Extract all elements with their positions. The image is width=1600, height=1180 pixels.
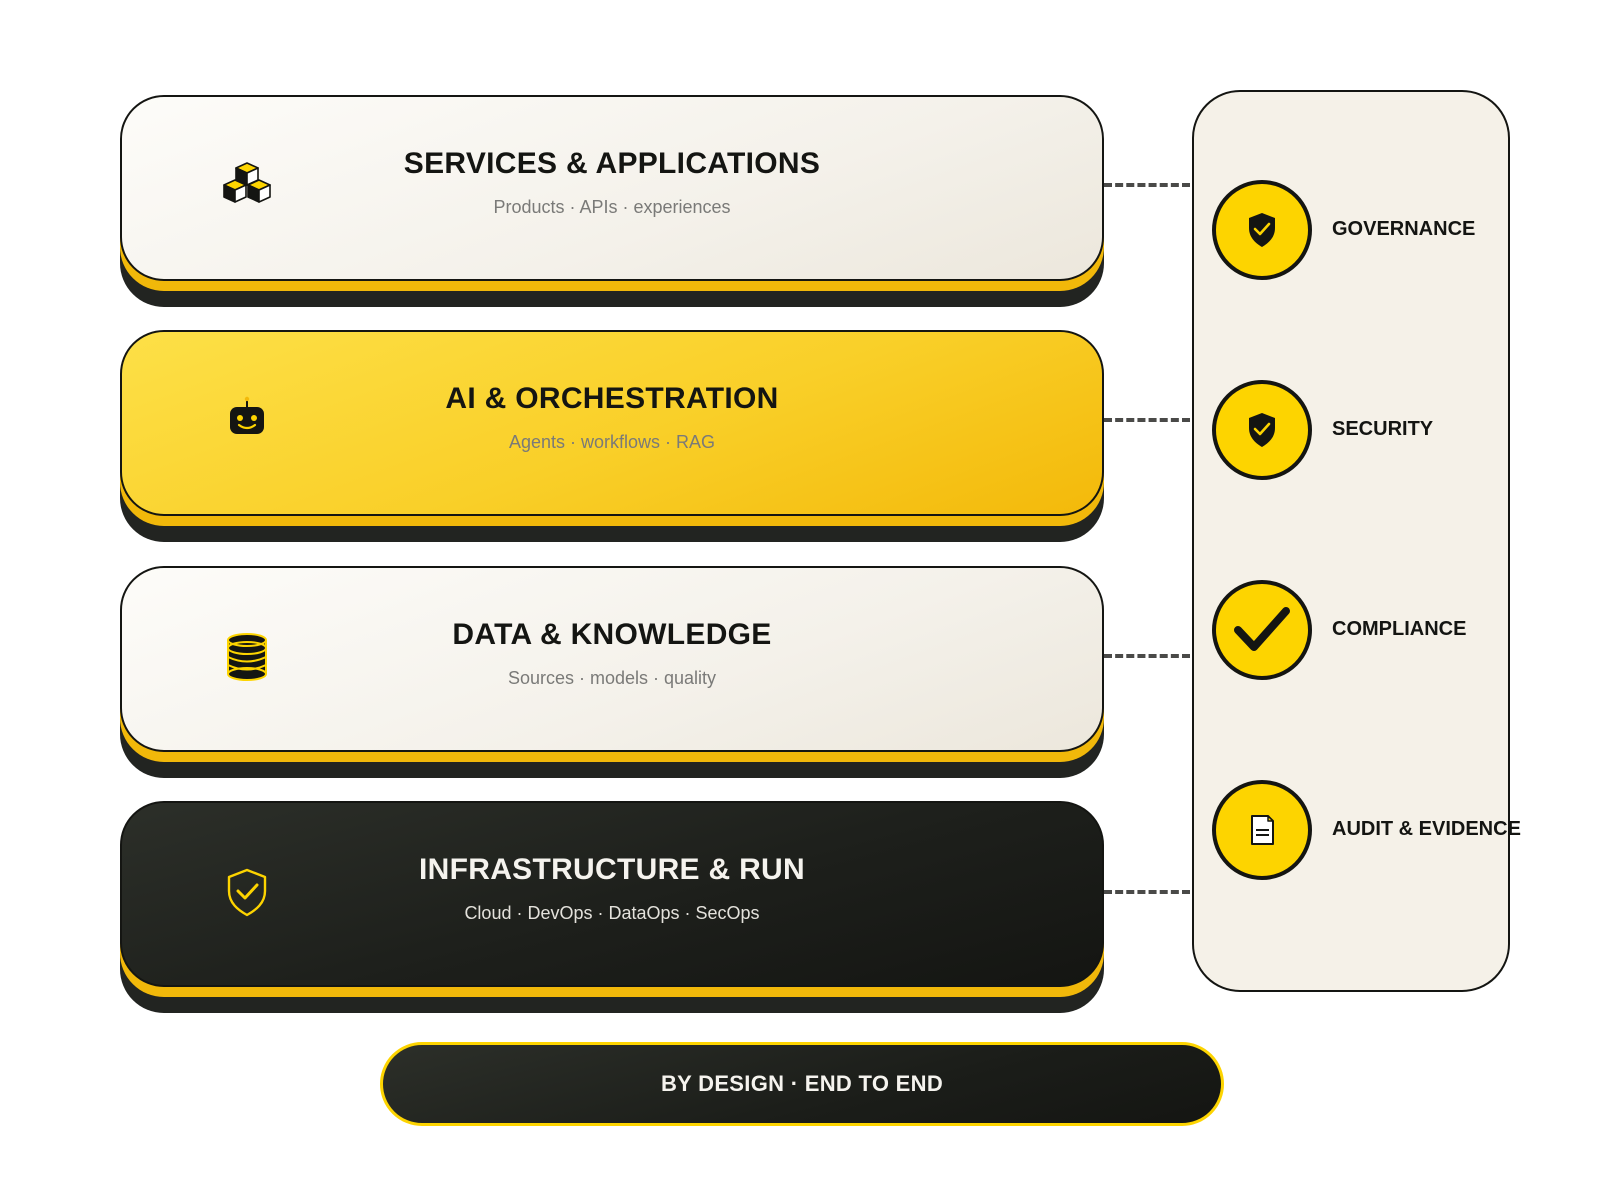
- layer-services-applications: SERVICES & APPLICATIONS Products · APIs …: [120, 95, 1104, 307]
- footer-banner: BY DESIGN · END TO END: [380, 1042, 1224, 1126]
- robot-icon: [220, 394, 274, 448]
- shield-check-icon: [1212, 380, 1312, 480]
- shield-check-icon: [220, 865, 274, 919]
- pillar-label: GOVERNANCE: [1332, 218, 1476, 240]
- pillar-governance: GOVERNANCE: [1212, 180, 1572, 280]
- layer-card: DATA & KNOWLEDGE Sources · models · qual…: [120, 566, 1104, 752]
- layer-subtitle: Agents · workflows · RAG: [508, 432, 716, 452]
- layer-card: SERVICES & APPLICATIONS Products · APIs …: [120, 95, 1104, 281]
- pillar-label: AUDIT & EVIDENCE: [1332, 818, 1521, 840]
- layer-card: INFRASTRUCTURE & RUN Cloud · DevOps · Da…: [120, 801, 1104, 987]
- pillar-label: COMPLIANCE: [1332, 618, 1467, 640]
- pillar-label: SECURITY: [1332, 418, 1434, 440]
- pillar-security: SECURITY: [1212, 380, 1572, 480]
- layer-subtitle: Sources · models · quality: [507, 668, 717, 688]
- pillar-audit-evidence: AUDIT & EVIDENCE: [1212, 780, 1572, 880]
- shield-check-icon: [1212, 180, 1312, 280]
- pillar-compliance: COMPLIANCE: [1212, 580, 1572, 680]
- layer-subtitle: Products · APIs · experiences: [493, 197, 731, 217]
- layer-infrastructure-run: INFRASTRUCTURE & RUN Cloud · DevOps · Da…: [120, 801, 1104, 1013]
- connector-line: [1104, 183, 1190, 187]
- layer-title: DATA & KNOWLEDGE: [452, 618, 772, 651]
- connector-line: [1104, 890, 1190, 894]
- database-icon: [220, 630, 274, 684]
- layer-title: SERVICES & APPLICATIONS: [403, 147, 821, 180]
- layer-ai-orchestration: AI & ORCHESTRATION Agents · workflows · …: [120, 330, 1104, 542]
- connector-line: [1104, 418, 1190, 422]
- document-icon: [1212, 780, 1312, 880]
- cubes-icon: [220, 159, 274, 213]
- layer-card: AI & ORCHESTRATION Agents · workflows · …: [120, 330, 1104, 516]
- layer-subtitle: Cloud · DevOps · DataOps · SecOps: [464, 903, 760, 923]
- layer-title: INFRASTRUCTURE & RUN: [419, 853, 805, 886]
- connector-line: [1104, 654, 1190, 658]
- layer-data-knowledge: DATA & KNOWLEDGE Sources · models · qual…: [120, 566, 1104, 778]
- banner-text: BY DESIGN · END TO END: [660, 1071, 944, 1096]
- layer-title: AI & ORCHESTRATION: [445, 382, 779, 415]
- checkmark-icon: [1212, 580, 1312, 680]
